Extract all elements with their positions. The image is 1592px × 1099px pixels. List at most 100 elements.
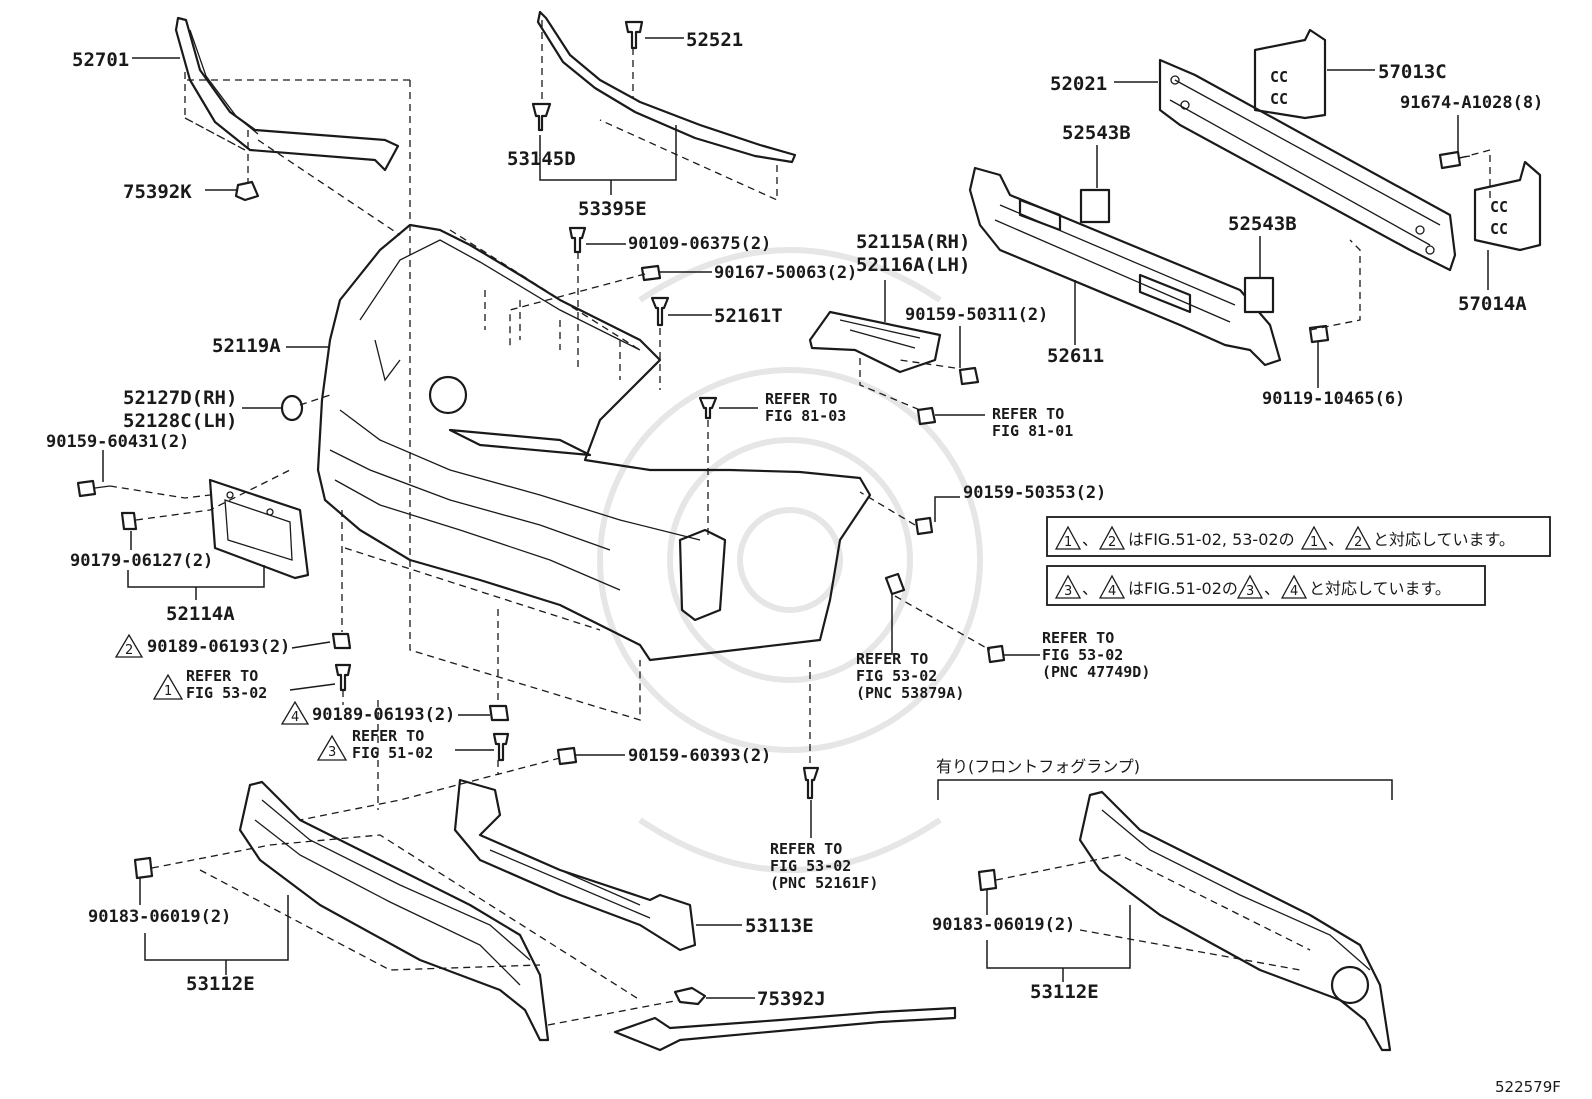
nut-90183-a [133, 856, 154, 880]
ref-53-02-line2: FIG 53-02 [186, 684, 267, 702]
ref-53879A-line1: REFER TO [856, 650, 928, 668]
clip-75392K [234, 180, 260, 202]
svg-text:2: 2 [125, 643, 133, 658]
bolt-90167 [640, 264, 662, 282]
svg-text:CC: CC [1490, 220, 1508, 238]
bracket-57013C: CC CC [1253, 28, 1327, 120]
molding-53395E [536, 10, 797, 164]
bolt-ref-47749D [986, 644, 1006, 664]
labels: 52701 52521 53145D 53395E 75392K 52021 5… [46, 29, 1543, 1010]
label-90189-a: 90189-06193(2) [147, 637, 290, 657]
triangle-marker-4: 4 [280, 700, 310, 725]
nut-90183-b [977, 868, 998, 892]
label-90159-60431: 90159-60431(2) [46, 432, 189, 452]
label-91674: 91674-A1028(8) [1400, 93, 1543, 113]
label-52127D: 52127D(RH) [123, 387, 237, 409]
svg-text:と対応しています。: と対応しています。 [1373, 530, 1515, 549]
svg-text:2: 2 [1108, 535, 1116, 550]
label-52701: 52701 [72, 49, 129, 71]
label-75392J: 75392J [757, 988, 826, 1010]
label-90167: 90167-50063(2) [714, 263, 857, 283]
bolt-90159-50353 [914, 516, 934, 536]
label-52021: 52021 [1050, 73, 1107, 95]
bolt-90159-60431 [76, 479, 111, 498]
grille-53112E-right [1078, 790, 1392, 1052]
clip-52161T [650, 296, 670, 327]
label-52611: 52611 [1047, 345, 1104, 367]
label-52543B-a: 52543B [1062, 122, 1131, 144]
ref-52161F-line3: (PNC 52161F) [770, 874, 878, 892]
ref-53879A-line2: FIG 53-02 [856, 667, 937, 685]
svg-text:、: 、 [1328, 530, 1344, 549]
label-53395E: 53395E [578, 198, 647, 220]
svg-text:4: 4 [291, 710, 299, 725]
label-52115A: 52115A(RH) [856, 231, 970, 253]
ref-81-01-line1: REFER TO [992, 405, 1064, 423]
label-53145D: 53145D [507, 148, 576, 170]
svg-text:4: 4 [1108, 584, 1116, 599]
under-cover-53113E [453, 778, 697, 952]
retainer-52115A [808, 310, 942, 374]
svg-text:CC: CC [1270, 90, 1288, 108]
svg-text:1: 1 [164, 684, 172, 699]
ref-81-03-line2: FIG 81-03 [765, 407, 846, 425]
ref-47749D-line3: (PNC 47749D) [1042, 663, 1150, 681]
clip-ref-81-03 [698, 396, 718, 420]
ref-51-02-line2: FIG 51-02 [352, 744, 433, 762]
grille-53112E-left [238, 780, 550, 1042]
triangle-marker-3: 3 [316, 734, 348, 761]
clip-53145D [531, 102, 552, 132]
label-90179: 90179-06127(2) [70, 551, 213, 571]
label-52128C: 52128C(LH) [123, 410, 237, 432]
bolt-ref-81-01 [916, 406, 937, 426]
svg-text:3: 3 [328, 745, 336, 760]
note-box-1: 1 、 2 はFIG.51-02, 53-02の 1 、 2 と対応しています。 [1046, 516, 1551, 557]
molding-52701 [174, 16, 400, 172]
svg-text:1: 1 [1064, 535, 1072, 550]
ref-81-03-line1: REFER TO [765, 390, 837, 408]
clip-ref-53879A [884, 572, 906, 596]
svg-text:3: 3 [1246, 584, 1254, 599]
pad-52543B-a [1079, 188, 1111, 224]
label-53112E-b: 53112E [1030, 981, 1099, 1003]
label-53113E: 53113E [745, 915, 814, 937]
bolt-ref-53-02 [334, 663, 352, 692]
label-52114A: 52114A [166, 603, 235, 625]
note-2-text: はFIG.51-02の [1128, 579, 1238, 598]
label-90159-50353: 90159-50353(2) [963, 483, 1106, 503]
label-52543B-b: 52543B [1228, 213, 1297, 235]
label-90159-60393: 90159-60393(2) [628, 746, 771, 766]
pad-52543B-b [1243, 276, 1275, 314]
license-bracket-52114A [208, 478, 310, 580]
triangle-marker-1: 1 [152, 673, 184, 700]
bolt-91674 [1438, 150, 1471, 170]
label-90109: 90109-06375(2) [628, 234, 771, 254]
ref-52161F-line2: FIG 53-02 [770, 857, 851, 875]
direction-arrow [613, 1006, 957, 1052]
bolt-90159-60393 [556, 746, 578, 766]
svg-text:、: 、 [1082, 579, 1098, 598]
label-90183-b: 90183-06019(2) [932, 915, 1075, 935]
nut-90189-b [488, 704, 510, 722]
clip-75392J [673, 986, 707, 1006]
svg-text:4: 4 [1290, 584, 1298, 599]
ref-52161F-line1: REFER TO [770, 840, 842, 858]
variant-label: 有り(フロントフォグランプ) [936, 757, 1140, 776]
bolt-ref-51-02 [492, 732, 510, 762]
figure-code: 522579F [1495, 1078, 1561, 1096]
bracket-57014A: CC CC [1473, 160, 1542, 252]
ref-53-02-line1: REFER TO [186, 667, 258, 685]
note-1-text: はFIG.51-02, 53-02の [1128, 530, 1295, 549]
triangle-marker-2: 2 [114, 633, 144, 658]
bolt-90159-50311 [958, 366, 980, 386]
svg-text:2: 2 [1354, 535, 1362, 550]
label-90119: 90119-10465(6) [1262, 389, 1405, 409]
cap-52127D [280, 394, 304, 422]
label-52116A: 52116A(LH) [856, 254, 970, 276]
label-52161T: 52161T [714, 305, 783, 327]
label-90189-b: 90189-06193(2) [312, 705, 455, 725]
label-90159-50311: 90159-50311(2) [905, 305, 1048, 325]
ref-51-02-line1: REFER TO [352, 727, 424, 745]
clip-ref-52161F [802, 766, 820, 800]
